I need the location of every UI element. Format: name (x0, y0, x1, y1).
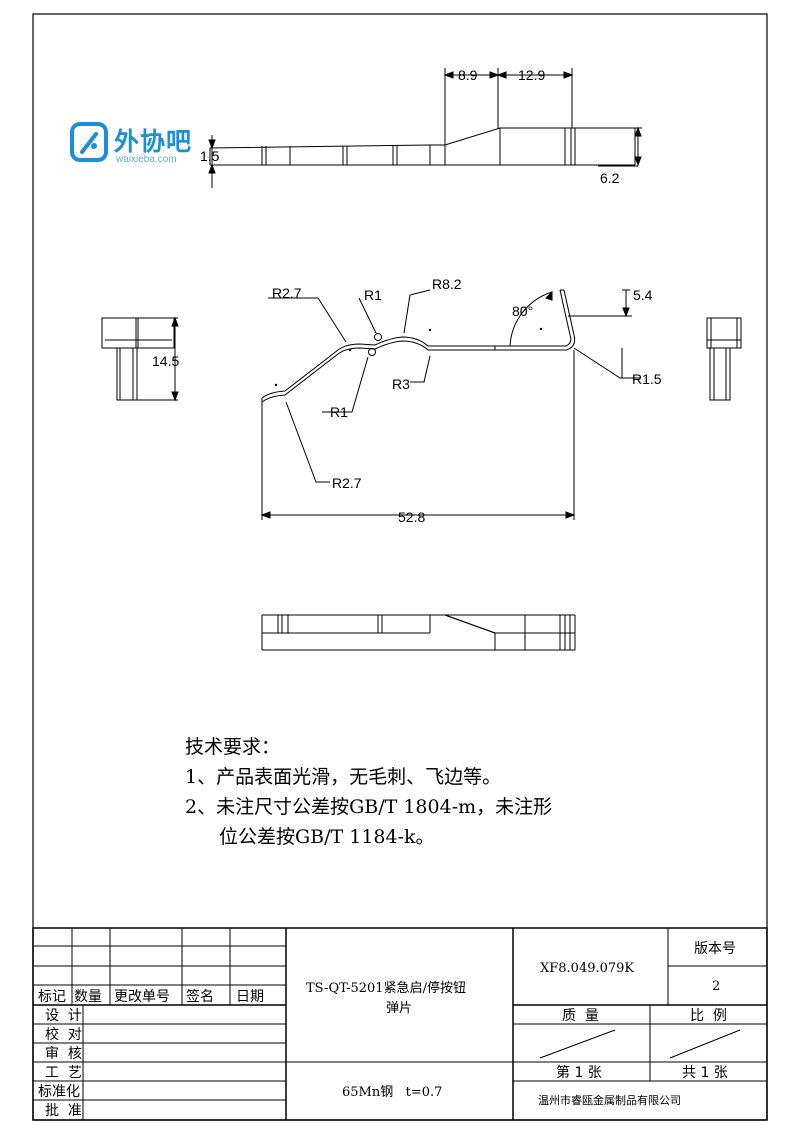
tb-role-standard: 标准化 (38, 1084, 80, 1100)
logo: 外协吧 waixieba.com (70, 122, 205, 172)
dim-angle-80: 80° (512, 303, 533, 319)
logo-name: 外协吧 (114, 127, 193, 156)
title-block (32, 927, 768, 1121)
dim-14-5: 14.5 (152, 353, 179, 369)
tb-company: 温州市睿瓯金属制品有限公司 (538, 1093, 681, 1107)
dim-r3: R3 (392, 376, 410, 392)
dim-r2-7-top: R2.7 (272, 285, 302, 301)
dim-5-4: 5.4 (633, 287, 653, 303)
tb-header-change: 更改单号 (114, 989, 170, 1005)
dim-r1-5: R1.5 (632, 371, 662, 387)
tb-role-design: 设 计 (45, 1008, 82, 1024)
dim-6-2: 6.2 (600, 170, 620, 186)
dim-r8-2: R8.2 (432, 276, 462, 292)
left-side-view (101, 316, 179, 402)
notes-heading: 技术要求： (185, 736, 281, 758)
notes-line-2a: 2、未注尺寸公差按GB/T 1804-m，未注形 (185, 796, 553, 818)
logo-domain: waixieba.com (116, 154, 177, 165)
dim-r1-bottom: R1 (330, 404, 348, 420)
tb-weight-label: 质 量 (562, 1008, 599, 1024)
tb-role-approve: 批 准 (45, 1103, 82, 1119)
dim-r1-top: R1 (364, 287, 382, 303)
top-view (208, 68, 642, 188)
tb-header-date: 日期 (236, 989, 264, 1005)
bottom-view (261, 614, 576, 651)
technical-notes: 技术要求： 1、产品表面光滑，无毛刺、飞边等。 2、未注尺寸公差按GB/T 18… (185, 732, 552, 852)
tb-scale-label: 比 例 (690, 1008, 727, 1024)
dim-8-9: 8.9 (458, 67, 478, 83)
tb-sheet-no: 第 1 张 (556, 1064, 602, 1081)
dim-12-9: 12.9 (518, 67, 545, 83)
right-side-view (706, 317, 742, 401)
profile-view (260, 289, 640, 520)
logo-icon (70, 122, 108, 162)
tb-version-value: 2 (712, 979, 720, 994)
tb-material: 65Mn钢 t=0.7 (342, 1085, 442, 1100)
tb-title-line2: 弹片 (386, 1001, 412, 1016)
tb-header-mark: 标记 (38, 989, 66, 1005)
tb-header-qty: 数量 (74, 989, 102, 1005)
tb-drawing-no: XF8.049.079K (540, 961, 634, 976)
tb-version-label: 版本号 (694, 941, 736, 957)
notes-line-1: 1、产品表面光滑，无毛刺、飞边等。 (185, 766, 502, 788)
dim-52-8: 52.8 (398, 509, 425, 525)
tb-header-sign: 签名 (186, 988, 214, 1005)
notes-line-2b: 位公差按GB/T 1184-k。 (219, 826, 435, 848)
tb-sheet-total: 共 1 张 (682, 1065, 728, 1081)
sheet-border (32, 13, 768, 1121)
tb-role-review: 审 核 (45, 1046, 82, 1062)
dim-1-5: 1.5 (200, 148, 220, 164)
tb-title-line1: TS-QT-5201紧急启/停按钮 (306, 980, 466, 996)
tb-role-check: 校 对 (45, 1026, 82, 1043)
dim-r2-7-bottom: R2.7 (332, 475, 362, 491)
tb-role-process: 工 艺 (45, 1065, 82, 1081)
